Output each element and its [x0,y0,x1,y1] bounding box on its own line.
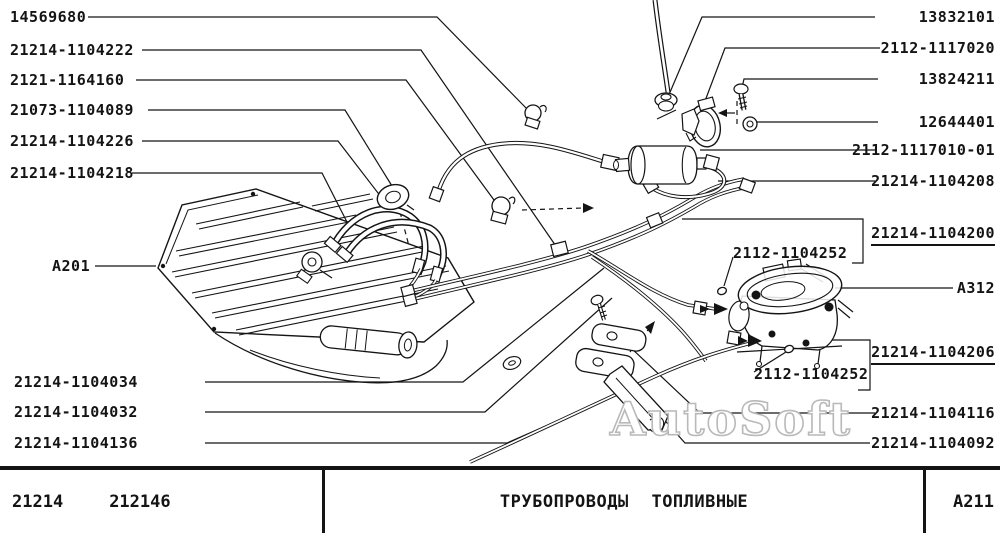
part-number-label[interactable]: 21214-1104116 [871,404,995,422]
part-number-label[interactable]: 21214-1104032 [14,403,138,421]
part-number-label[interactable]: 21214-1104092 [871,434,995,452]
part-number-label[interactable]: 2112-1117010-01 [852,141,995,159]
part-number-label[interactable]: 21214-1104208 [871,172,995,190]
title-block: 21214 212146 ТРУБОПРОВОДЫ ТОПЛИВНЫЕ A211 [0,466,1000,533]
modification-code: 212146 [109,491,171,512]
fuel-filler-hose [319,323,418,359]
grommet [374,181,414,214]
pipe-union-fittings [693,301,762,347]
part-number-label[interactable]: 21214-1104034 [14,373,138,391]
part-number-label[interactable]: 21214-1104136 [14,434,138,452]
part-number-label[interactable]: 21073-1104089 [10,101,134,119]
part-number-label[interactable]: 21214-1104200 [871,224,995,246]
bracket-screw [590,294,607,320]
pipe-holder-clamps [491,105,546,224]
tank-sender-unit [297,252,332,283]
leader-lines [88,17,953,443]
pipe-clamps [401,154,755,306]
carburetor [693,259,853,368]
diagram-code-label[interactable]: A201 [52,257,91,275]
part-number-label[interactable]: 2121-1164160 [10,71,125,89]
fuel-pipes [401,0,755,462]
part-number-label[interactable]: 21214-1104226 [10,132,134,150]
part-number-label[interactable]: 14569680 [10,8,87,26]
part-number-label[interactable]: 2112-1104252 [754,365,869,383]
watermark: AutoSoft [609,391,853,447]
model-code: 21214 [12,491,64,512]
sheet-code: A211 [953,491,994,512]
diagram-canvas [0,0,1000,466]
part-number-label[interactable]: 2112-1104252 [733,244,848,262]
washer [743,117,757,131]
part-number-label[interactable]: 13824211 [918,70,995,88]
fuel-filter [614,146,720,184]
part-number-label[interactable]: 21214-1104222 [10,41,134,59]
part-number-label[interactable]: 12644401 [918,113,995,131]
title-block-models: 21214 212146 [0,470,322,533]
o-rings [717,286,795,354]
part-number-label[interactable]: 2112-1117020 [880,39,995,57]
plate-title: ТРУБОПРОВОДЫ ТОПЛИВНЫЕ [322,470,926,533]
diagram-code-label[interactable]: A312 [956,279,995,297]
fuel-pump-mount [655,84,757,150]
mount-bolt [734,84,748,110]
part-number-label[interactable]: 21214-1104218 [10,164,134,182]
fuel-tank [215,333,523,383]
part-number-label[interactable]: 21214-1104206 [871,343,995,365]
pipe-bracket [574,294,668,432]
part-number-label[interactable]: 13832101 [918,8,995,26]
